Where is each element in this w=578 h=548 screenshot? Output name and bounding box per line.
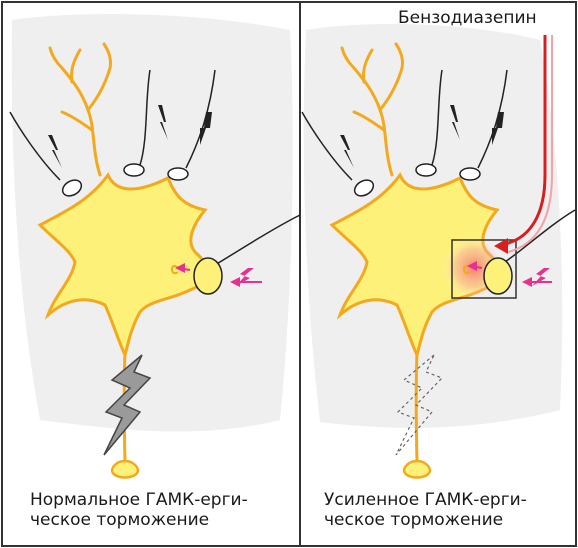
panel-enhanced [302,24,575,478]
gaba-synapse-terminal [194,258,222,294]
gaba-synapse-terminal [484,258,512,294]
axon [416,352,417,462]
drug-label: Бензодиазепин [398,8,537,28]
caption-enhanced: Усиленное ГАМК-ерги- ческое торможение [324,490,574,530]
axon-terminal [112,461,138,478]
axon-terminal [404,461,430,478]
panel-normal [10,14,300,477]
caption-normal: Нормальное ГАМК-ерги- ческое торможение [30,490,300,530]
